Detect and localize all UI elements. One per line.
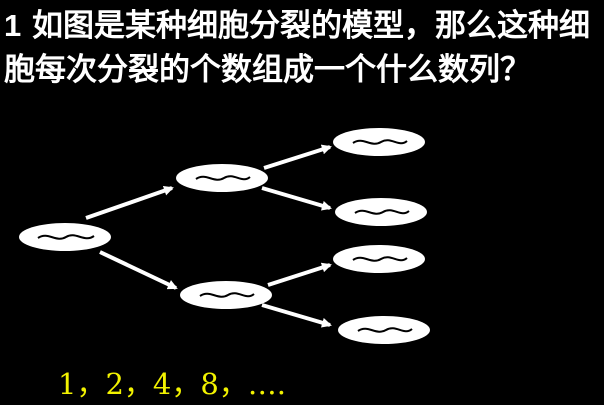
arrow-gen1-to-lower [99, 250, 178, 290]
arrow-upper-to-top [263, 144, 332, 170]
cell-gen3-bottom [338, 316, 430, 344]
arrow-lower-to-bottom [261, 303, 332, 328]
cell-gen3-third [333, 245, 425, 273]
cell-gen3-top [333, 128, 425, 156]
answer-sequence: 1，2，4，8，…. [58, 367, 287, 401]
cell-gen1 [19, 223, 111, 251]
arrow-lower-to-third [267, 262, 332, 287]
arrow-upper-to-second [261, 186, 332, 211]
cell-gen2-upper [176, 164, 268, 192]
arrow-gen1-to-upper [85, 185, 174, 220]
cell-gen2-lower [180, 281, 272, 309]
cell-gen3-second [335, 198, 427, 226]
problem-question: 1 如图是某种细胞分裂的模型，那么这种细胞每次分裂的个数组成一个什么数列？ [4, 4, 604, 92]
problem-number: 1 [4, 8, 22, 43]
problem-text: 如图是某种细胞分裂的模型，那么这种细胞每次分裂的个数组成一个什么数列？ [4, 8, 591, 88]
division-arrows [85, 144, 332, 328]
